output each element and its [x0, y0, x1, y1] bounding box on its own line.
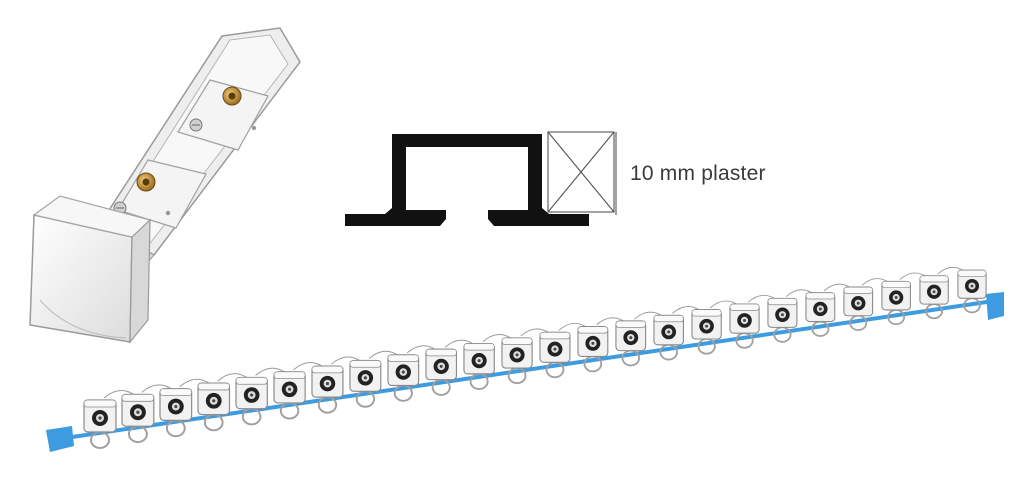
glider-icon [843, 278, 891, 331]
glider-icon [957, 269, 987, 314]
glider-icon [653, 306, 703, 361]
glider-icon [159, 378, 212, 438]
ceiling-bracket-icon [29, 27, 301, 344]
glider-icon [539, 322, 589, 379]
glider-icon [805, 283, 854, 337]
glider-icon [767, 289, 816, 343]
curtain-glider-chain-icon [46, 266, 1004, 452]
cord-line [51, 298, 1001, 442]
glider-icon [387, 345, 439, 402]
glider-icon [121, 384, 175, 444]
glider-icon [349, 350, 401, 408]
glider-icon [311, 356, 363, 414]
glider-icon [463, 334, 514, 390]
glider-icon [197, 373, 250, 432]
plaster-box-icon [547, 131, 615, 213]
glider-icon [729, 294, 778, 349]
glider-icon [919, 266, 967, 320]
glider-icon [235, 367, 288, 426]
glider-icon [615, 311, 665, 367]
glider-icon [83, 390, 137, 449]
end-stop-icon [986, 292, 1004, 320]
screw-icon [113, 118, 203, 215]
glider-icon [691, 300, 740, 355]
glider-icon [881, 272, 929, 326]
glider-icon [273, 362, 325, 420]
brass-insert-icon [136, 86, 242, 192]
glider-icon [501, 328, 552, 385]
plaster-thickness-label: 10 mm plaster [630, 162, 766, 185]
track-profile-icon [345, 131, 617, 226]
end-stop-icon [46, 426, 74, 452]
glider-icon [425, 339, 476, 396]
